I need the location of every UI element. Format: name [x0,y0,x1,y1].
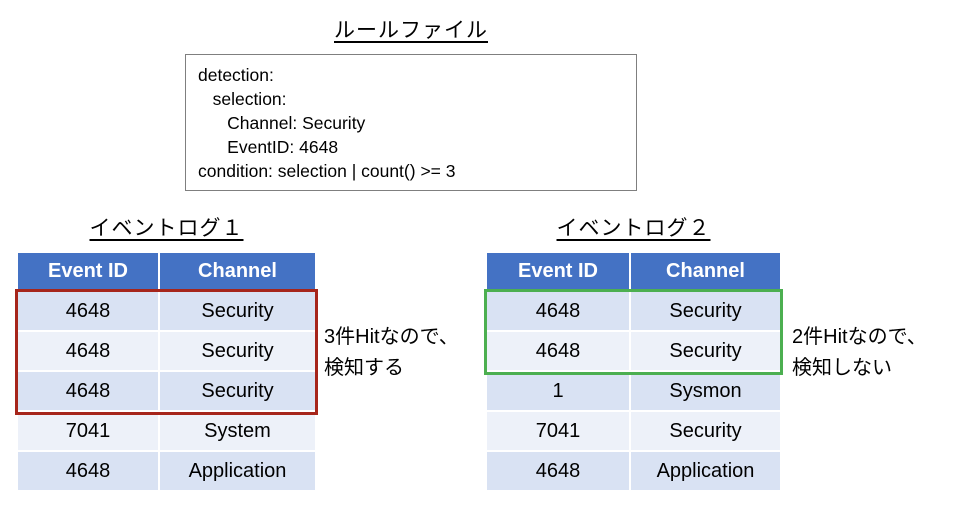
table-cell: Security [631,412,780,452]
rule-line: EventID: 4648 [198,137,339,157]
rule-file-box: detection: selection: Channel: Security … [185,54,637,191]
annotation-line: 2件Hitなので、 [792,326,927,348]
table-cell: 4648 [487,332,631,372]
table-cell: 4648 [487,452,631,492]
rule-line: detection: [198,65,274,85]
annotation-line: 検知する [324,357,404,379]
annotation-line: 3件Hitなので、 [324,326,459,348]
rule-line: selection: [198,89,287,109]
event-log-2-title: イベントログ２ [556,217,711,240]
event-log-1-title: イベントログ１ [89,217,244,240]
rule-line: Channel: Security [198,113,366,133]
table-cell: Security [160,372,315,412]
table-cell: Security [160,332,315,372]
rule-line: condition: selection | count() >= 3 [198,161,456,181]
column-header-event-id: Event ID [487,253,631,292]
table-cell: 4648 [18,292,160,332]
table-cell: Security [631,332,780,372]
rule-file-title: ルールファイル [334,19,488,42]
table-cell: Application [160,452,315,492]
table-cell: 4648 [18,372,160,412]
column-header-event-id: Event ID [18,253,160,292]
column-header-channel: Channel [160,253,315,292]
table-cell: 4648 [487,292,631,332]
header-row: Event ID Channel [487,253,780,292]
column-header-channel: Channel [631,253,780,292]
detection-annotation-log2: 2件Hitなので、 検知しない [792,322,927,384]
table-cell: Application [631,452,780,492]
table-cell: 4648 [18,452,160,492]
table-cell: Sysmon [631,372,780,412]
table-cell: System [160,412,315,452]
table-cell: 7041 [487,412,631,452]
table-cell: Security [160,292,315,332]
table-cell: Security [631,292,780,332]
table-cell: 7041 [18,412,160,452]
header-row: Event ID Channel [18,253,315,292]
annotation-line: 検知しない [792,357,892,379]
table-cell: 4648 [18,332,160,372]
detection-annotation-log1: 3件Hitなので、 検知する [324,322,459,384]
table-cell: 1 [487,372,631,412]
